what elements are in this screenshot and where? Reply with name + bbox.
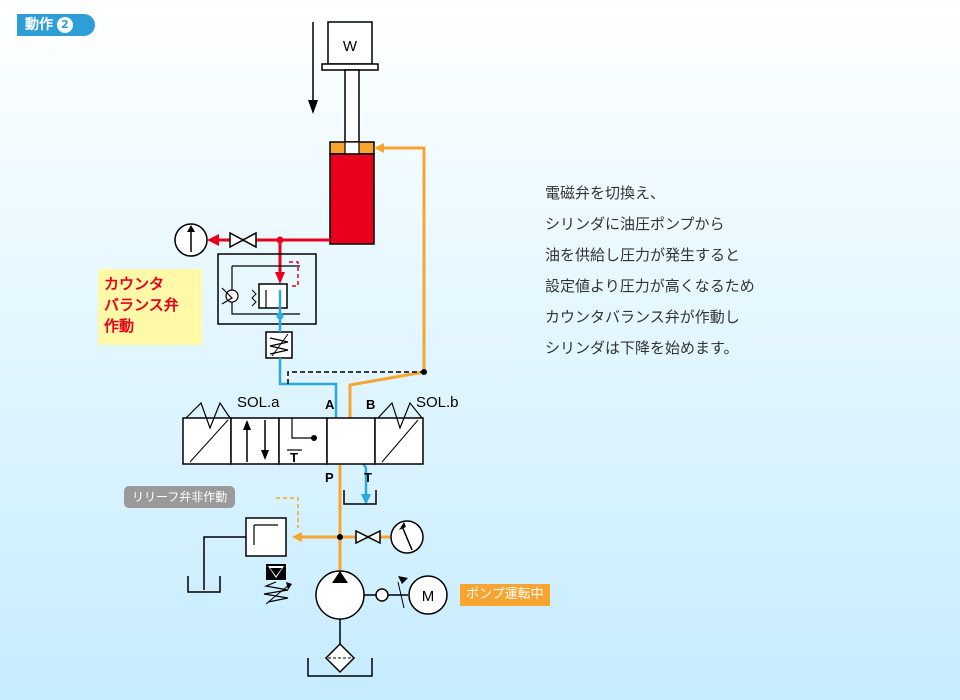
description-text: 電磁弁を切換え、 シリンダに油圧ポンプから 油を供給し圧力が発生すると 設定値よ… — [545, 178, 755, 364]
callout-line: バランス弁 — [104, 296, 179, 314]
weight-label: W — [343, 38, 358, 55]
coupling — [364, 576, 408, 609]
description-line: 電磁弁を切換え、 — [545, 184, 666, 202]
description-line: 設定値より圧力が高くなるため — [545, 277, 755, 295]
spring-icon — [265, 331, 293, 359]
port-t-label: T — [364, 470, 372, 485]
return-arrow-icon — [361, 494, 371, 505]
weight-block: W — [321, 21, 379, 71]
check-valve-icon — [221, 287, 239, 305]
tank-icon — [343, 490, 377, 505]
step-number: 2 — [57, 17, 73, 33]
sol-a-label: SOL.a — [237, 394, 280, 411]
pressure-down-arrow-icon — [275, 272, 285, 284]
description-line: カウンタバランス弁が作動し — [545, 308, 740, 326]
port-p-label: P — [325, 470, 334, 485]
relief-drain-line — [203, 536, 246, 590]
lower-pressure-gauge-icon — [390, 520, 424, 554]
relief-arrow-icon — [292, 532, 302, 542]
directional-valve: T — [182, 401, 424, 465]
pump-junction — [337, 534, 343, 540]
lower-needle-valve-icon — [355, 529, 381, 545]
relief-status-tag: リリーフ弁非作動 — [124, 486, 236, 508]
cylinder-rod — [344, 69, 360, 143]
counterbalance-callout: カウンタ バランス弁 作動 — [98, 269, 202, 345]
down-arrow-icon — [308, 22, 318, 114]
return-line — [278, 290, 368, 498]
counterbalance-valve — [217, 253, 317, 325]
pilot-line — [287, 371, 424, 384]
relief-valve — [245, 497, 299, 605]
filter-icon — [324, 642, 356, 674]
motor-icon: M — [408, 575, 448, 615]
return-junction — [276, 312, 284, 320]
callout-line: カウンタ — [104, 275, 165, 293]
needle-valve-icon — [229, 231, 257, 249]
valve-tank-label: T — [290, 450, 298, 465]
relief-tank-icon — [187, 576, 221, 593]
description-line: シリンダに油圧ポンプから — [545, 215, 725, 233]
pump-tank-icon — [307, 658, 373, 677]
supply-arrow-icon — [374, 143, 384, 153]
pump-icon — [315, 570, 365, 620]
pressure-junction — [276, 236, 284, 244]
callout-line: 作動 — [104, 317, 135, 335]
sol-b-label: SOL.b — [416, 394, 459, 411]
pump-status-tag: ポンプ運転中 — [460, 584, 550, 606]
description-line: シリンダは下降を始めます。 — [545, 339, 739, 357]
description-line: 油を供給し圧力が発生すると — [545, 246, 741, 264]
pressure-arrow-icon — [207, 234, 219, 246]
port-b-label: B — [366, 397, 375, 412]
port-a-label: A — [325, 397, 335, 412]
cylinder — [329, 141, 375, 245]
step-badge-label: 動作 — [25, 17, 53, 33]
pressure-gauge-icon — [174, 223, 208, 257]
motor-label: M — [422, 588, 435, 605]
